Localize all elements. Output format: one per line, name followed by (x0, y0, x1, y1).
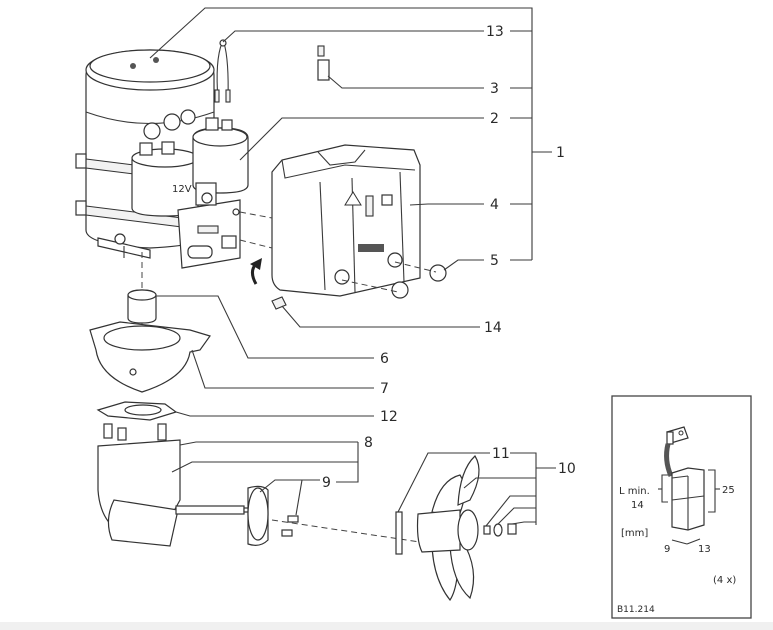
part-13-cable (214, 39, 231, 103)
callout-11: 11 (492, 446, 510, 462)
callout-1: 1 (556, 145, 565, 161)
part-6-coupling (127, 289, 157, 324)
callout-13: 13 (486, 24, 504, 40)
inset-unit-label: [mm] (621, 528, 648, 539)
leader-lines (149, 7, 556, 527)
cover-part-4 (271, 144, 447, 299)
part-11-pin (395, 511, 403, 555)
part-9-impeller (247, 485, 299, 546)
inset-width-value: 9 (664, 544, 670, 555)
callout-10: 10 (558, 461, 576, 477)
inset-lmin-value: 14 (631, 500, 644, 511)
bottom-edge-strip (0, 622, 773, 630)
callout-12: 12 (380, 409, 398, 425)
callout-3: 3 (490, 81, 499, 97)
part-3-carbon-brush (317, 45, 330, 81)
callout-7: 7 (380, 381, 389, 397)
inset-brush-detail: L min. 14 25 [mm] 9 13 (4 x) B11.214 (611, 395, 752, 619)
part-8-pump (97, 423, 255, 547)
callout-5: 5 (490, 253, 499, 269)
callout-14: 14 (484, 320, 502, 336)
callout-4: 4 (490, 197, 499, 213)
inset-length-value: 25 (722, 485, 735, 496)
inset-figure-code: B11.214 (617, 605, 655, 615)
callout-9: 9 (322, 475, 331, 491)
callout-6: 6 (380, 351, 389, 367)
motor-voltage-marking: 12V (172, 184, 192, 195)
inset-lmin-label: L min. (619, 486, 650, 497)
inset-quantity-label: (4 x) (713, 575, 736, 586)
callout-labels: 1 2 3 4 5 6 7 8 9 10 11 12 13 14 (322, 24, 576, 491)
callout-8: 8 (364, 435, 373, 451)
part-7-mounting-flange (89, 321, 211, 393)
inset-depth-value: 13 (698, 544, 711, 555)
part-10-fan (416, 455, 517, 602)
callout-2: 2 (490, 111, 499, 127)
motor-assembly: 12V (75, 49, 249, 269)
part-12-gasket (96, 401, 178, 421)
part-14-fuse (271, 296, 287, 310)
